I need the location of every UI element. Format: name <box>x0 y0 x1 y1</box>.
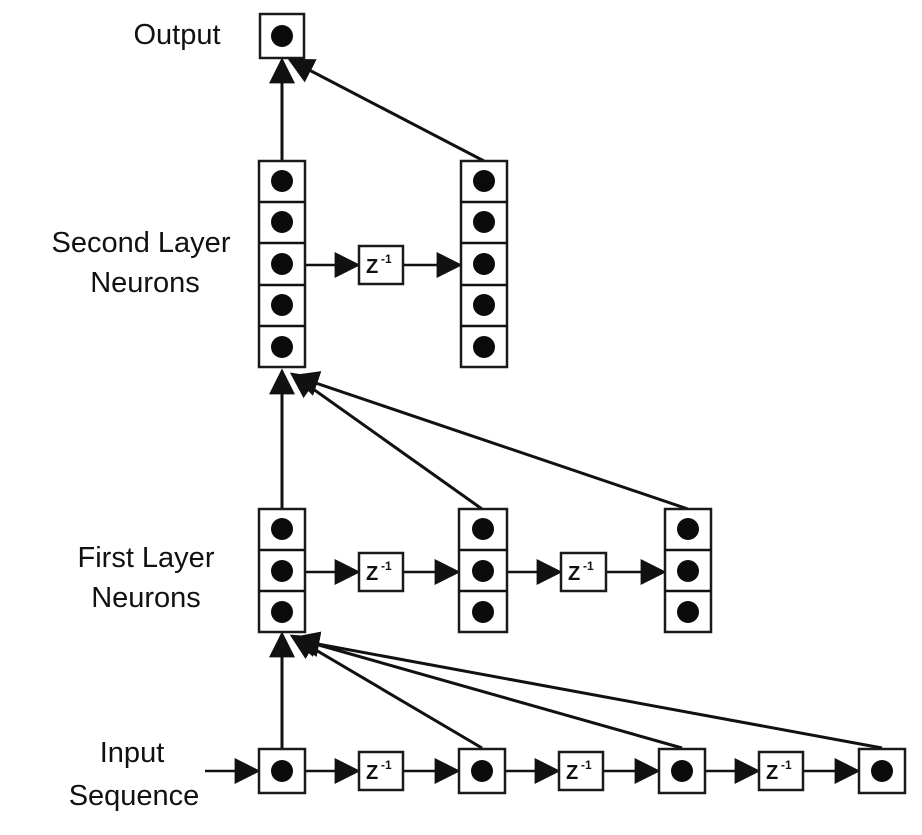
input-unit-1 <box>457 747 507 795</box>
svg-text:-1: -1 <box>381 252 392 266</box>
arrow-input-1-to-first-layer <box>289 634 483 750</box>
delay-box-first-layer-1: Z -1 <box>357 551 405 593</box>
svg-text:Z: Z <box>568 563 580 585</box>
first-layer-column-delay-1 <box>457 507 509 634</box>
output-neuron <box>258 12 306 60</box>
connections <box>205 57 883 784</box>
arrow-input-3-to-first-layer <box>293 631 883 750</box>
second-layer-neuron <box>271 253 293 275</box>
arrow-first-2-to-second-layer <box>292 371 689 511</box>
svg-text:-1: -1 <box>381 559 392 573</box>
input-label-line2: Sequence <box>69 780 200 812</box>
first-layer-column-current <box>257 507 307 634</box>
svg-text:Z: Z <box>566 762 578 784</box>
svg-text:-1: -1 <box>581 758 592 772</box>
svg-text:-1: -1 <box>781 758 792 772</box>
second-layer-label-line1: Second Layer <box>52 227 231 259</box>
second-layer-neuron <box>271 336 293 358</box>
second-layer-neuron <box>271 211 293 233</box>
input-unit-0 <box>257 747 307 795</box>
second-layer-column-delayed <box>459 159 509 369</box>
svg-text:Z: Z <box>766 762 778 784</box>
svg-text:-1: -1 <box>381 758 392 772</box>
arrow-input-2-to-first-layer <box>291 631 683 750</box>
delay-box-second-layer: Z -1 <box>357 244 405 286</box>
svg-text:Z: Z <box>366 563 378 585</box>
delay-box-input-2: Z -1 <box>557 750 605 792</box>
input-label-line1: Input <box>100 737 165 769</box>
first-layer-label-line2: Neurons <box>91 582 201 614</box>
second-layer-neuron <box>271 170 293 192</box>
svg-text:Z: Z <box>366 762 378 784</box>
input-unit-3 <box>857 747 907 795</box>
second-layer-column-current <box>257 159 307 369</box>
input-unit-2 <box>657 747 707 795</box>
svg-text:Z: Z <box>366 256 378 278</box>
output-label: Output <box>133 19 220 51</box>
first-layer-label-line1: First Layer <box>78 542 215 574</box>
second-layer-neuron <box>271 294 293 316</box>
first-layer-column-delay-2 <box>663 507 713 634</box>
arrow-first-1-to-second-layer <box>289 372 483 511</box>
svg-text:-1: -1 <box>583 559 594 573</box>
arrow-second-1-to-output <box>287 58 485 163</box>
delay-box-input-1: Z -1 <box>357 750 405 792</box>
delay-box-first-layer-2: Z -1 <box>559 551 608 593</box>
delay-box-input-3: Z -1 <box>757 750 805 792</box>
second-layer-label-line2: Neurons <box>90 267 200 299</box>
